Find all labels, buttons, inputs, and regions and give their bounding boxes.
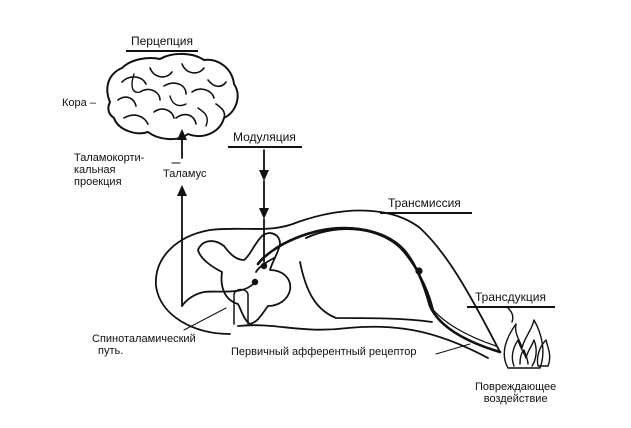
spinothalamic-arrowhead xyxy=(177,185,187,196)
spinal-cord-section xyxy=(155,209,501,359)
afferent-cell-body xyxy=(415,267,423,275)
thalamocortical-label-line2: кальная xyxy=(74,164,116,176)
thalamocortical-label-line3: проекция xyxy=(74,176,122,188)
primary-afferent-label: Первичный афферентный рецептор xyxy=(231,346,417,358)
dorsal-horn-synapse xyxy=(260,262,268,270)
thalamocortical-label-line1: Таламокорти- xyxy=(74,152,145,164)
afferent-leader-line xyxy=(435,343,471,355)
stage-perception-label: Перцепция xyxy=(131,34,193,48)
grey-matter-butterfly xyxy=(197,232,292,325)
cortex-label: Кора – xyxy=(62,97,96,109)
spinothalamic-tract-label: Спиноталамический путь. xyxy=(92,333,196,357)
thalamocortical-arrowhead xyxy=(177,129,187,140)
thalamus-label: Таламус xyxy=(163,168,207,180)
noxious-stimulus-flames xyxy=(503,307,551,369)
spinothalamic-leader-line xyxy=(183,307,227,331)
brain-illustration xyxy=(106,52,239,140)
modulation-arrowhead-lower xyxy=(259,208,269,219)
noxious-stimulus-label: Повреждающее воздействие xyxy=(475,381,556,405)
stage-transmission-underline xyxy=(380,212,472,214)
spinothalamic-label-line2: путь. xyxy=(98,345,124,357)
stage-transduction-underline xyxy=(467,306,555,308)
stage-transmission-label: Трансмиссия xyxy=(388,196,461,210)
spinothalamic-label-line1: Спиноталамический xyxy=(92,333,196,345)
stage-perception-underline xyxy=(126,50,198,52)
modulation-arrowhead-upper xyxy=(259,170,269,181)
thalamocortical-projection-label: Таламокорти- кальная проекция xyxy=(74,152,144,188)
noxious-label-line2: воздействие xyxy=(483,393,548,405)
primary-afferent-fiber xyxy=(255,226,502,354)
spinothalamic-tract xyxy=(181,281,256,307)
stage-modulation-label: Модуляция xyxy=(233,130,296,144)
noxious-label-line1: Повреждающее xyxy=(475,381,557,393)
stage-transduction-label: Трансдукция xyxy=(475,290,546,304)
stage-modulation-underline xyxy=(228,146,302,148)
